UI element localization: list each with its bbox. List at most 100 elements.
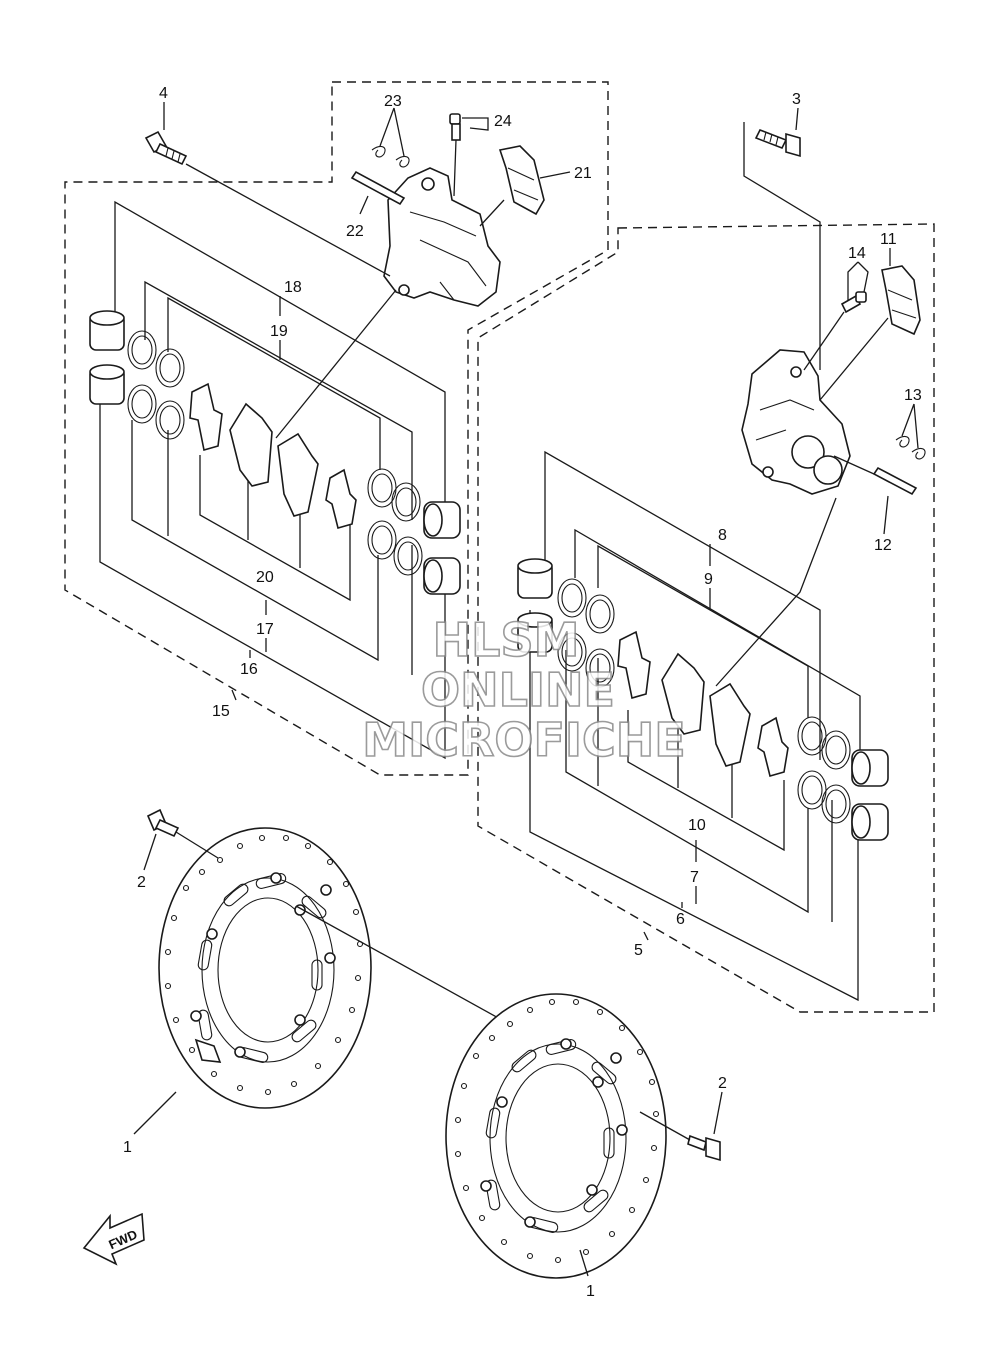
watermark-line-3: MICROFICHE <box>362 713 685 767</box>
seal-left-6-inner <box>395 487 417 517</box>
pad-shim-right-b <box>757 716 789 777</box>
seal-left-3 <box>127 384 157 424</box>
callout-13: 13 <box>904 387 922 404</box>
leader-1-left <box>133 1091 177 1135</box>
bracket-6 <box>529 610 859 1002</box>
brake-pad-left-b <box>277 432 319 517</box>
leader-24-to-caliper <box>453 139 457 197</box>
seal-left-8-inner <box>397 541 419 571</box>
bracket-9 <box>574 528 861 760</box>
callout-20: 20 <box>256 569 274 586</box>
piston-left-3-face <box>423 503 443 537</box>
leader-bolt-2-to-disc-left <box>175 831 219 859</box>
clip-13-b <box>911 447 926 460</box>
leader-21 <box>479 171 571 227</box>
callout-11: 11 <box>880 231 897 248</box>
seal-right-8-inner <box>825 789 847 819</box>
leader-bolt-2-to-disc-right <box>639 1111 691 1141</box>
seal-right-2-inner <box>589 599 611 629</box>
seal-right-8 <box>821 784 851 824</box>
seal-left-8 <box>393 536 423 576</box>
disc-left-drill-holes <box>164 834 364 1096</box>
pad-spring-21-detail <box>507 167 539 201</box>
leader-2-left <box>143 833 157 871</box>
seal-right-3-inner <box>561 637 583 667</box>
bracket-20 <box>199 455 351 602</box>
leader-pad-to-right-caliper <box>715 497 837 687</box>
watermark-line-2: ONLINE <box>421 663 615 717</box>
left-caliper-body <box>383 167 501 307</box>
bracket-16 <box>99 395 446 760</box>
seal-right-2 <box>585 594 615 634</box>
seal-left-3-inner <box>131 389 153 419</box>
seal-right-6 <box>821 730 851 770</box>
forward-direction-badge: FWD <box>82 1212 145 1266</box>
piston-right-3-face <box>851 751 871 785</box>
callout-8: 8 <box>718 527 727 544</box>
disc-bolt-2-left <box>146 808 180 838</box>
seal-left-1 <box>127 330 157 370</box>
bleed-screw-24 <box>449 113 461 141</box>
bolt-3 <box>754 128 801 158</box>
callout-18: 18 <box>284 279 302 296</box>
leader-14 <box>847 261 869 300</box>
pad-pin-12 <box>872 466 918 496</box>
seal-left-1-inner <box>131 335 153 365</box>
seal-right-3 <box>557 632 587 672</box>
bracket-10 <box>627 710 785 852</box>
callout-2-right: 2 <box>718 1075 727 1092</box>
callout-2-left: 2 <box>137 874 146 891</box>
pad-shim-right-a <box>617 630 651 700</box>
callout-14: 14 <box>848 245 866 262</box>
piston-right-4-face <box>851 805 871 839</box>
disc-left-bolt-holes <box>190 872 336 1058</box>
seal-right-4-inner <box>589 653 611 683</box>
leader-2-right <box>713 1091 723 1135</box>
callout-19: 19 <box>270 323 288 340</box>
callout-4: 4 <box>159 85 168 102</box>
piston-left-4-face <box>423 559 443 593</box>
pad-shim-left-b <box>325 468 357 529</box>
watermark-line-1: HLSM <box>433 613 580 667</box>
callout-3: 3 <box>792 91 801 108</box>
disc-left-pad-band <box>194 1038 222 1063</box>
seal-right-5-inner <box>801 721 823 751</box>
clip-23-a <box>371 145 386 158</box>
clip-23-b <box>395 155 410 168</box>
left-caliper-mount-hole <box>398 284 410 296</box>
bleed-screw-14 <box>840 291 867 314</box>
left-caliper-top-hole <box>421 177 435 191</box>
right-caliper-piston-bore-b <box>813 455 843 485</box>
callout-1-right: 1 <box>586 1283 595 1300</box>
pad-shim-left-a <box>189 382 223 452</box>
callout-5: 5 <box>634 942 643 959</box>
bracket-8 <box>544 450 821 760</box>
seal-right-7-inner <box>801 775 823 805</box>
bracket-9-inner <box>597 544 809 718</box>
leader-1-right <box>579 1249 589 1277</box>
leader-15 <box>231 689 237 701</box>
bracket-7 <box>565 650 809 914</box>
leader-bolt-4-to-caliper <box>185 163 391 277</box>
callout-9: 9 <box>704 571 713 588</box>
right-caliper-mount-hole-b <box>762 466 774 478</box>
piston-left-top-face <box>89 310 125 326</box>
brake-disc-right <box>445 993 667 1279</box>
leader-3 <box>795 107 799 131</box>
leader-bolt-3-to-caliper <box>743 122 821 370</box>
seal-left-6 <box>391 482 421 522</box>
right-caliper-piston-bore-a <box>791 435 825 469</box>
disc-right-drill-holes <box>454 998 660 1264</box>
seal-left-7 <box>367 520 397 560</box>
callout-12: 12 <box>874 537 892 554</box>
pad-pin-22 <box>350 170 406 206</box>
bracket-19 <box>144 280 413 520</box>
callout-7: 7 <box>690 869 699 886</box>
bolt-4 <box>144 130 188 166</box>
piston-right-1-face <box>517 558 553 574</box>
brake-disc-left <box>158 827 521 1109</box>
callout-17: 17 <box>256 621 274 638</box>
seal-right-6-inner <box>825 735 847 765</box>
leader-14-to-caliper <box>803 311 845 371</box>
callout-10: 10 <box>688 817 706 834</box>
